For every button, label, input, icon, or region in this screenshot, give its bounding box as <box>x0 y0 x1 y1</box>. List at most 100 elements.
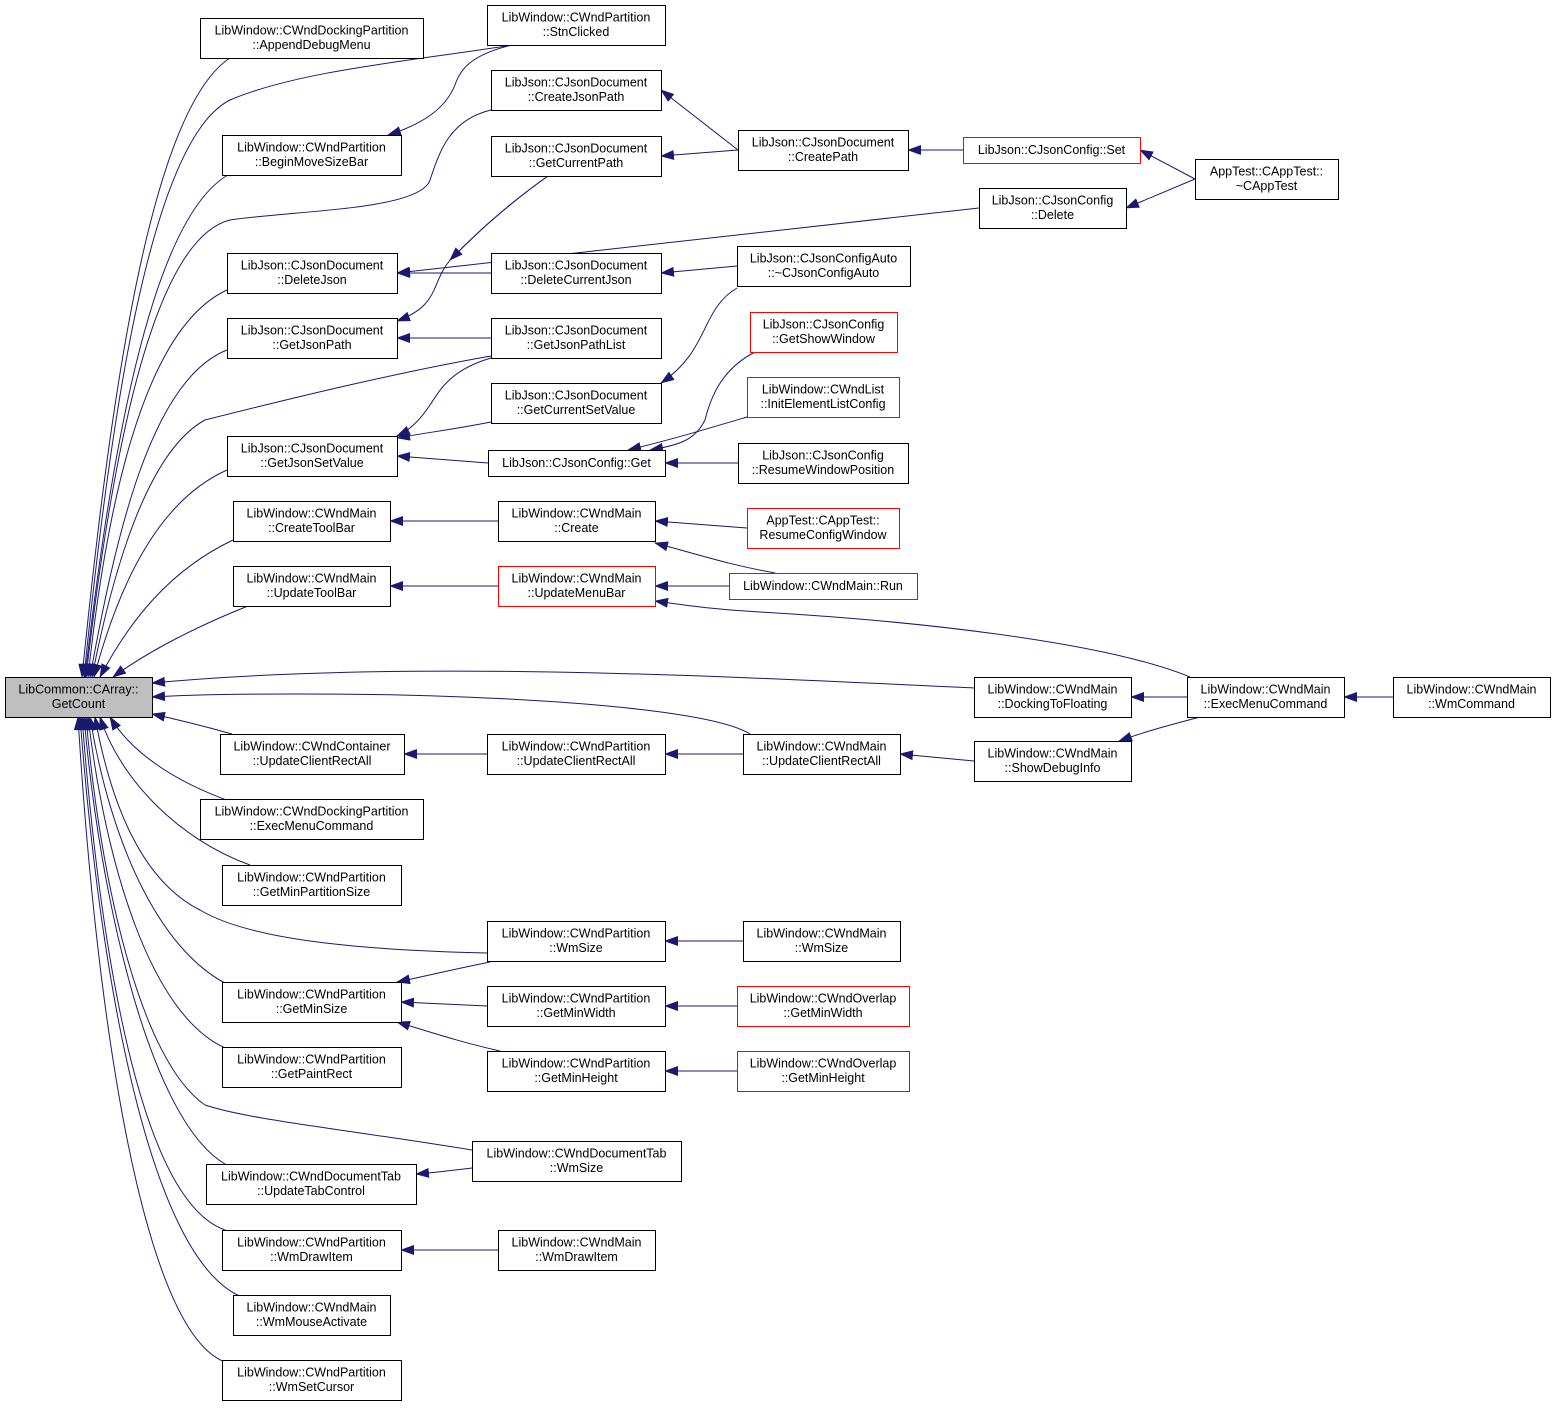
node-box <box>222 865 402 906</box>
node-createpath[interactable]: LibJson::CJsonDocument::CreatePath <box>738 130 909 171</box>
node-box <box>498 566 656 607</box>
edge-getcurrentpath-to-getjsonpath <box>396 175 549 322</box>
node-label-line: ::ExecMenuCommand <box>1204 697 1328 711</box>
node-box <box>498 501 656 542</box>
node-container_updateclientrectall[interactable]: LibWindow::CWndContainer::UpdateClientRe… <box>220 734 405 775</box>
node-box <box>729 573 918 600</box>
node-box <box>222 1230 402 1271</box>
node-stnclicked[interactable]: LibWindow::CWndPartition::StnClicked <box>487 5 666 46</box>
node-box <box>233 566 391 607</box>
node-label-line: LibJson::CJsonConfig::Set <box>978 143 1126 157</box>
node-getpaintrect[interactable]: LibWindow::CWndPartition::GetPaintRect <box>222 1047 402 1088</box>
node-box <box>200 18 424 59</box>
node-label-line: ::UpdateClientRectAll <box>762 754 881 768</box>
node-label-line: LibJson::CJsonDocument <box>752 136 895 150</box>
node-label-line: ::UpdateClientRectAll <box>517 754 636 768</box>
node-label-line: ::ExecMenuCommand <box>250 819 374 833</box>
node-deletecurrentjson[interactable]: LibJson::CJsonDocument::DeleteCurrentJso… <box>491 253 662 294</box>
node-label-line: LibWindow::CWndDocumentTab <box>221 1170 401 1184</box>
node-resumewindowposition[interactable]: LibJson::CJsonConfig::ResumeWindowPositi… <box>738 443 909 484</box>
node-main_execmenucommand[interactable]: LibWindow::CWndMain::ExecMenuCommand <box>1187 677 1345 718</box>
node-appenddebugmenu[interactable]: LibWindow::CWndDockingPartition::AppendD… <box>200 18 424 59</box>
node-label-line: LibCommon::CArray:: <box>18 683 138 697</box>
node-getjsonpathlist[interactable]: LibJson::CJsonDocument::GetJsonPathList <box>491 318 662 359</box>
node-label-line: LibJson::CJsonDocument <box>505 142 648 156</box>
node-box <box>222 135 402 176</box>
node-label-line: ::GetMinSize <box>276 1002 348 1016</box>
edge-updatetabcontrol-to-getcount <box>80 716 226 1165</box>
edge-getjsonpathlist-to-getcount <box>89 355 492 678</box>
node-main_run[interactable]: LibWindow::CWndMain::Run <box>729 573 918 600</box>
node-label-line: LibWindow::CWndPartition <box>237 871 386 885</box>
node-label-line: LibJson::CJsonConfig <box>992 194 1114 208</box>
node-getjsonsetvalue[interactable]: LibJson::CJsonDocument::GetJsonSetValue <box>227 436 398 477</box>
node-beginmovesizebar[interactable]: LibWindow::CWndPartition::BeginMoveSizeB… <box>222 135 402 176</box>
node-deletejson[interactable]: LibJson::CJsonDocument::DeleteJson <box>227 253 398 294</box>
node-createjsonpath[interactable]: LibJson::CJsonDocument::CreateJsonPath <box>491 70 662 111</box>
node-dockingtofloating[interactable]: LibWindow::CWndMain::DockingToFloating <box>974 677 1132 718</box>
node-updatetabcontrol[interactable]: LibWindow::CWndDocumentTab::UpdateTabCon… <box>206 1164 417 1205</box>
node-label-line: LibJson::CJsonDocument <box>505 324 648 338</box>
node-partition_getminwidth[interactable]: LibWindow::CWndPartition::GetMinWidth <box>487 986 666 1027</box>
node-wmsetcursor[interactable]: LibWindow::CWndPartition::WmSetCursor <box>222 1360 402 1401</box>
node-getcount[interactable]: LibCommon::CArray::GetCount <box>5 677 153 718</box>
node-label-line: ::GetMinHeight <box>781 1071 865 1085</box>
node-docking_execmenucommand[interactable]: LibWindow::CWndDockingPartition::ExecMen… <box>200 799 424 840</box>
node-getcurrentsetvalue[interactable]: LibJson::CJsonDocument::GetCurrentSetVal… <box>491 383 662 424</box>
edge-showdebuginfo-to-main_updateclientrectall <box>899 750 975 762</box>
node-partition_getminheight[interactable]: LibWindow::CWndPartition::GetMinHeight <box>487 1051 666 1092</box>
node-box <box>487 5 666 46</box>
node-label-line: LibJson::CJsonConfig <box>762 449 884 463</box>
node-label-line: LibJson::CJsonDocument <box>241 442 384 456</box>
node-label-line: ::BeginMoveSizeBar <box>255 155 368 169</box>
node-label-line: LibWindow::CWndPartition <box>237 1236 386 1250</box>
edge-updatetoolbar-to-getcount <box>112 605 249 678</box>
node-updatemenubar[interactable]: LibWindow::CWndMain::UpdateMenuBar <box>498 566 656 607</box>
node-showdebuginfo[interactable]: LibWindow::CWndMain::ShowDebugInfo <box>974 741 1132 782</box>
node-main_create[interactable]: LibWindow::CWndMain::Create <box>498 501 656 542</box>
node-delete[interactable]: LibJson::CJsonConfig::Delete <box>979 188 1127 229</box>
node-getshowwindow[interactable]: LibJson::CJsonConfig::GetShowWindow <box>750 312 898 353</box>
node-getminsize[interactable]: LibWindow::CWndPartition::GetMinSize <box>222 982 402 1023</box>
node-set[interactable]: LibJson::CJsonConfig::Set <box>963 137 1141 164</box>
node-config_get[interactable]: LibJson::CJsonConfig::Get <box>488 450 666 477</box>
edge-createjsonpath-to-getcount <box>82 109 492 678</box>
node-main_updateclientrectall[interactable]: LibWindow::CWndMain::UpdateClientRectAll <box>743 734 901 775</box>
node-main_wmsize[interactable]: LibWindow::CWndMain::WmSize <box>743 921 901 962</box>
node-label-line: ::Create <box>554 521 599 535</box>
node-partition_wmdrawitem[interactable]: LibWindow::CWndPartition::WmDrawItem <box>222 1230 402 1271</box>
node-main_wmdrawitem[interactable]: LibWindow::CWndMain::WmDrawItem <box>498 1230 656 1271</box>
node-configauto_dtor[interactable]: LibJson::CJsonConfigAuto::~CJsonConfigAu… <box>737 246 911 287</box>
node-wmcommand[interactable]: LibWindow::CWndMain::WmCommand <box>1393 677 1551 718</box>
node-label-line: ::WmSetCursor <box>269 1380 354 1394</box>
edge-stnclicked-to-getcount <box>80 44 513 678</box>
node-overlap_getminheight[interactable]: LibWindow::CWndOverlap::GetMinHeight <box>737 1051 910 1092</box>
node-label-line: ::GetShowWindow <box>772 332 876 346</box>
node-getminpartitionsize[interactable]: LibWindow::CWndPartition::GetMinPartitio… <box>222 865 402 906</box>
node-wmmouseactivate[interactable]: LibWindow::CWndMain::WmMouseActivate <box>233 1295 391 1336</box>
node-box <box>227 318 398 359</box>
node-apptest_dtor[interactable]: AppTest::CAppTest::~CAppTest <box>1195 159 1339 200</box>
edge-beginmovesizebar-to-getcount <box>81 174 229 678</box>
node-getjsonpath[interactable]: LibJson::CJsonDocument::GetJsonPath <box>227 318 398 359</box>
node-label-line: LibWindow::CWndMain <box>512 1236 642 1250</box>
node-initelementlistconfig[interactable]: LibWindow::CWndList::InitElementListConf… <box>747 377 900 418</box>
node-partition_updateclientrectall[interactable]: LibWindow::CWndPartition::UpdateClientRe… <box>487 734 666 775</box>
edge-main_execmenucommand-to-showdebuginfo <box>1118 716 1201 742</box>
node-label-line: LibJson::CJsonDocument <box>505 76 648 90</box>
node-doctab_wmsize[interactable]: LibWindow::CWndDocumentTab::WmSize <box>472 1141 682 1182</box>
edge-resumeconfigwindow-to-main_create <box>654 517 748 529</box>
node-partition_wmsize[interactable]: LibWindow::CWndPartition::WmSize <box>487 921 666 962</box>
node-box <box>200 799 424 840</box>
node-getcurrentpath[interactable]: LibJson::CJsonDocument::GetCurrentPath <box>491 136 662 177</box>
node-box <box>743 734 901 775</box>
node-label-line: ::WmSize <box>550 1161 604 1175</box>
node-resumeconfigwindow[interactable]: AppTest::CAppTest::ResumeConfigWindow <box>747 508 900 549</box>
node-createtoolbar[interactable]: LibWindow::CWndMain::CreateToolBar <box>233 501 391 542</box>
nodes-layer: LibCommon::CArray::GetCountLibWindow::CW… <box>5 5 1551 1401</box>
node-overlap_getminwidth[interactable]: LibWindow::CWndOverlap::GetMinWidth <box>737 986 910 1027</box>
node-label-line: LibWindow::CWndPartition <box>237 988 386 1002</box>
node-updatetoolbar[interactable]: LibWindow::CWndMain::UpdateToolBar <box>233 566 391 607</box>
node-label-line: LibWindow::CWndMain <box>1407 683 1537 697</box>
edge-deletejson-to-getcount <box>84 289 228 678</box>
